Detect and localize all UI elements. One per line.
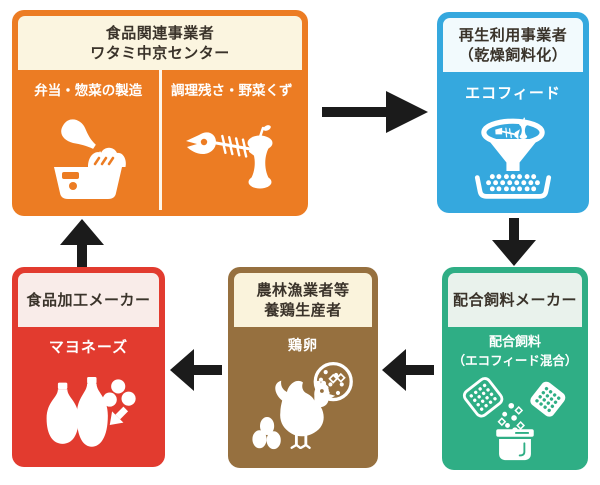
arrow-food-business-to-recycler (322, 91, 428, 133)
feed-grinder-funnel-icon (474, 117, 552, 199)
food-business-header: 食品関連事業者 ワタミ中京センター (18, 16, 302, 70)
food-processor-header: 食品加工メーカー (18, 273, 159, 327)
recycler-header-line2: （乾燥飼料化） (458, 46, 568, 64)
arrow-recycler-to-feed-maker (492, 218, 536, 266)
poultry-farmer-header-line2: 養鶏生産者 (264, 301, 342, 319)
box-poultry-farmer: 農林漁業者等 養鶏生産者 鶏卵 (228, 267, 378, 468)
poultry-farmer-body: 鶏卵 (234, 327, 372, 462)
box-food-business: 食品関連事業者 ワタミ中京センター 弁当・惣菜の製造 (12, 10, 308, 216)
recycler-body: エコフィード (443, 72, 583, 207)
hen-eggs-feed-bubble-icon (252, 361, 353, 449)
recycler-header-line1: 再生利用事業者 (458, 25, 568, 44)
food-processor-header-line1: 食品加工メーカー (26, 290, 151, 309)
food-business-header-line2: ワタミ中京センター (90, 44, 230, 62)
recycler-header: 再生利用事業者 （乾燥飼料化） (443, 18, 583, 72)
scraps-panel: 調理残さ・野菜くず (162, 70, 303, 210)
feed-maker-header: 配合飼料メーカー (448, 273, 582, 327)
up-arrow-icon (60, 219, 104, 267)
arrow-feed-maker-to-poultry (382, 349, 434, 391)
bento-panel: 弁当・惣菜の製造 (18, 70, 159, 210)
feed-bags-pouring-icon (462, 376, 566, 460)
feed-maker-header-line1: 配合飼料メーカー (452, 290, 577, 309)
box-feed-maker: 配合飼料メーカー 配合飼料 （エコフィード混合） (442, 267, 588, 470)
feed-maker-label-line2: （エコフィード混合） (452, 353, 578, 369)
fishbone-apple-core-icon (185, 124, 273, 188)
food-business-header-line1: 食品関連事業者 (105, 23, 215, 42)
arrow-poultry-to-food-processor (170, 349, 222, 391)
feed-maker-label: 配合飼料 （エコフィード混合） (453, 334, 578, 370)
food-processor-body: マヨネーズ (18, 327, 159, 461)
feed-maker-body: 配合飼料 （エコフィード混合） (448, 327, 582, 464)
food-processor-label: マヨネーズ (48, 338, 129, 356)
recycler-label: エコフィード (465, 84, 561, 102)
feed-maker-label-line1: 配合飼料 (488, 335, 541, 350)
arrow-food-processor-to-food-business (60, 219, 104, 267)
left-arrow-icon (170, 349, 222, 391)
poultry-farmer-header-line1: 農林漁業者等 (256, 280, 350, 299)
bento-sauce-bottle-icon (54, 118, 127, 199)
left-arrow-icon (382, 349, 434, 391)
poultry-farmer-label: 鶏卵 (288, 338, 318, 354)
poultry-farmer-header: 農林漁業者等 養鶏生産者 (234, 273, 372, 327)
scraps-panel-label: 調理残さ・野菜くず (171, 83, 293, 99)
down-arrow-icon (492, 218, 536, 266)
box-recycler: 再生利用事業者 （乾燥飼料化） エコフィード (437, 12, 589, 213)
panel-divider (158, 70, 162, 210)
food-business-body: 弁当・惣菜の製造 調理残 (18, 70, 302, 210)
box-food-processor: 食品加工メーカー マヨネーズ (12, 267, 165, 467)
right-arrow-icon (322, 91, 428, 133)
mayonnaise-bottles-eggs-icon (46, 376, 136, 447)
bento-panel-label: 弁当・惣菜の製造 (34, 83, 143, 99)
